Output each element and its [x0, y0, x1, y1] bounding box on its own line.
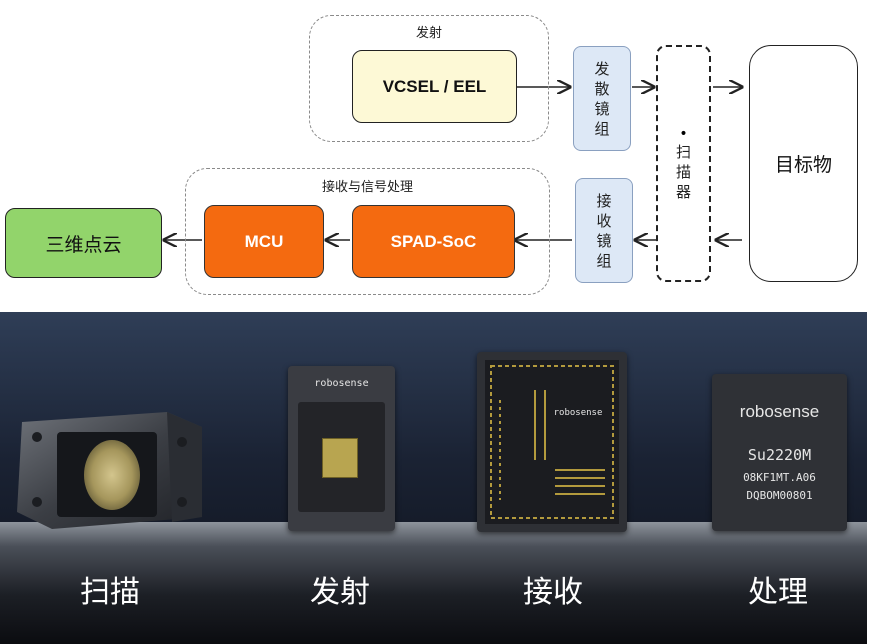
- emitter-laser-die: [322, 438, 358, 478]
- processor-chip-code: DQBOM00801: [746, 489, 813, 502]
- receiver-chip-logo: robosense: [553, 408, 603, 418]
- spad-soc-box: SPAD-SoC: [352, 205, 515, 278]
- flow-arrows: [0, 0, 892, 305]
- photo-floor: [0, 522, 867, 644]
- diverge-lens-box: 发散镜组: [573, 46, 631, 151]
- processor-chip-logo: robosense: [739, 402, 820, 421]
- target-box: 目标物: [749, 45, 858, 282]
- processor-chip: robosense Su2220M 08KF1MT.A06 DQBOM00801: [712, 374, 847, 531]
- scanner-label: 扫描器: [676, 142, 692, 201]
- emitter-chip-logo: robosense: [314, 378, 369, 389]
- diverge-lens-label: 发散镜组: [594, 59, 610, 138]
- caption-scan: 扫描: [80, 575, 140, 610]
- caption-process: 处理: [748, 575, 808, 610]
- receiver-chip-die: [485, 360, 619, 524]
- caption-receive: 接收: [523, 575, 583, 610]
- emit-group: [309, 15, 549, 142]
- receive-group: [185, 168, 550, 295]
- scanner-box: • 扫描器: [656, 45, 711, 282]
- mems-scanner-graphic: [17, 412, 202, 529]
- mems-scanner-module: [12, 407, 207, 532]
- caption-emit: 发射: [310, 575, 370, 610]
- mcu-box: MCU: [204, 205, 324, 278]
- vcsel-box: VCSEL / EEL: [352, 50, 517, 123]
- point-cloud-box: 三维点云: [5, 208, 162, 278]
- receiver-chip: robosense: [477, 352, 627, 532]
- processor-chip-lot: 08KF1MT.A06: [743, 471, 816, 484]
- lidar-flow-diagram: 发射 VCSEL / EEL 发散镜组 • 扫描器 目标物 接收与信号处理 接收…: [0, 0, 892, 305]
- product-photo: robosense robosense robosense Su2220M 08…: [0, 312, 867, 644]
- receive-group-label: 接收与信号处理: [321, 180, 413, 195]
- emit-group-label: 发射: [415, 26, 442, 41]
- receive-lens-label: 接收镜组: [596, 191, 612, 270]
- scanner-dot: •: [679, 125, 688, 142]
- emitter-chip: robosense: [288, 366, 395, 531]
- processor-chip-model: Su2220M: [747, 446, 812, 464]
- receive-lens-box: 接收镜组: [575, 178, 633, 283]
